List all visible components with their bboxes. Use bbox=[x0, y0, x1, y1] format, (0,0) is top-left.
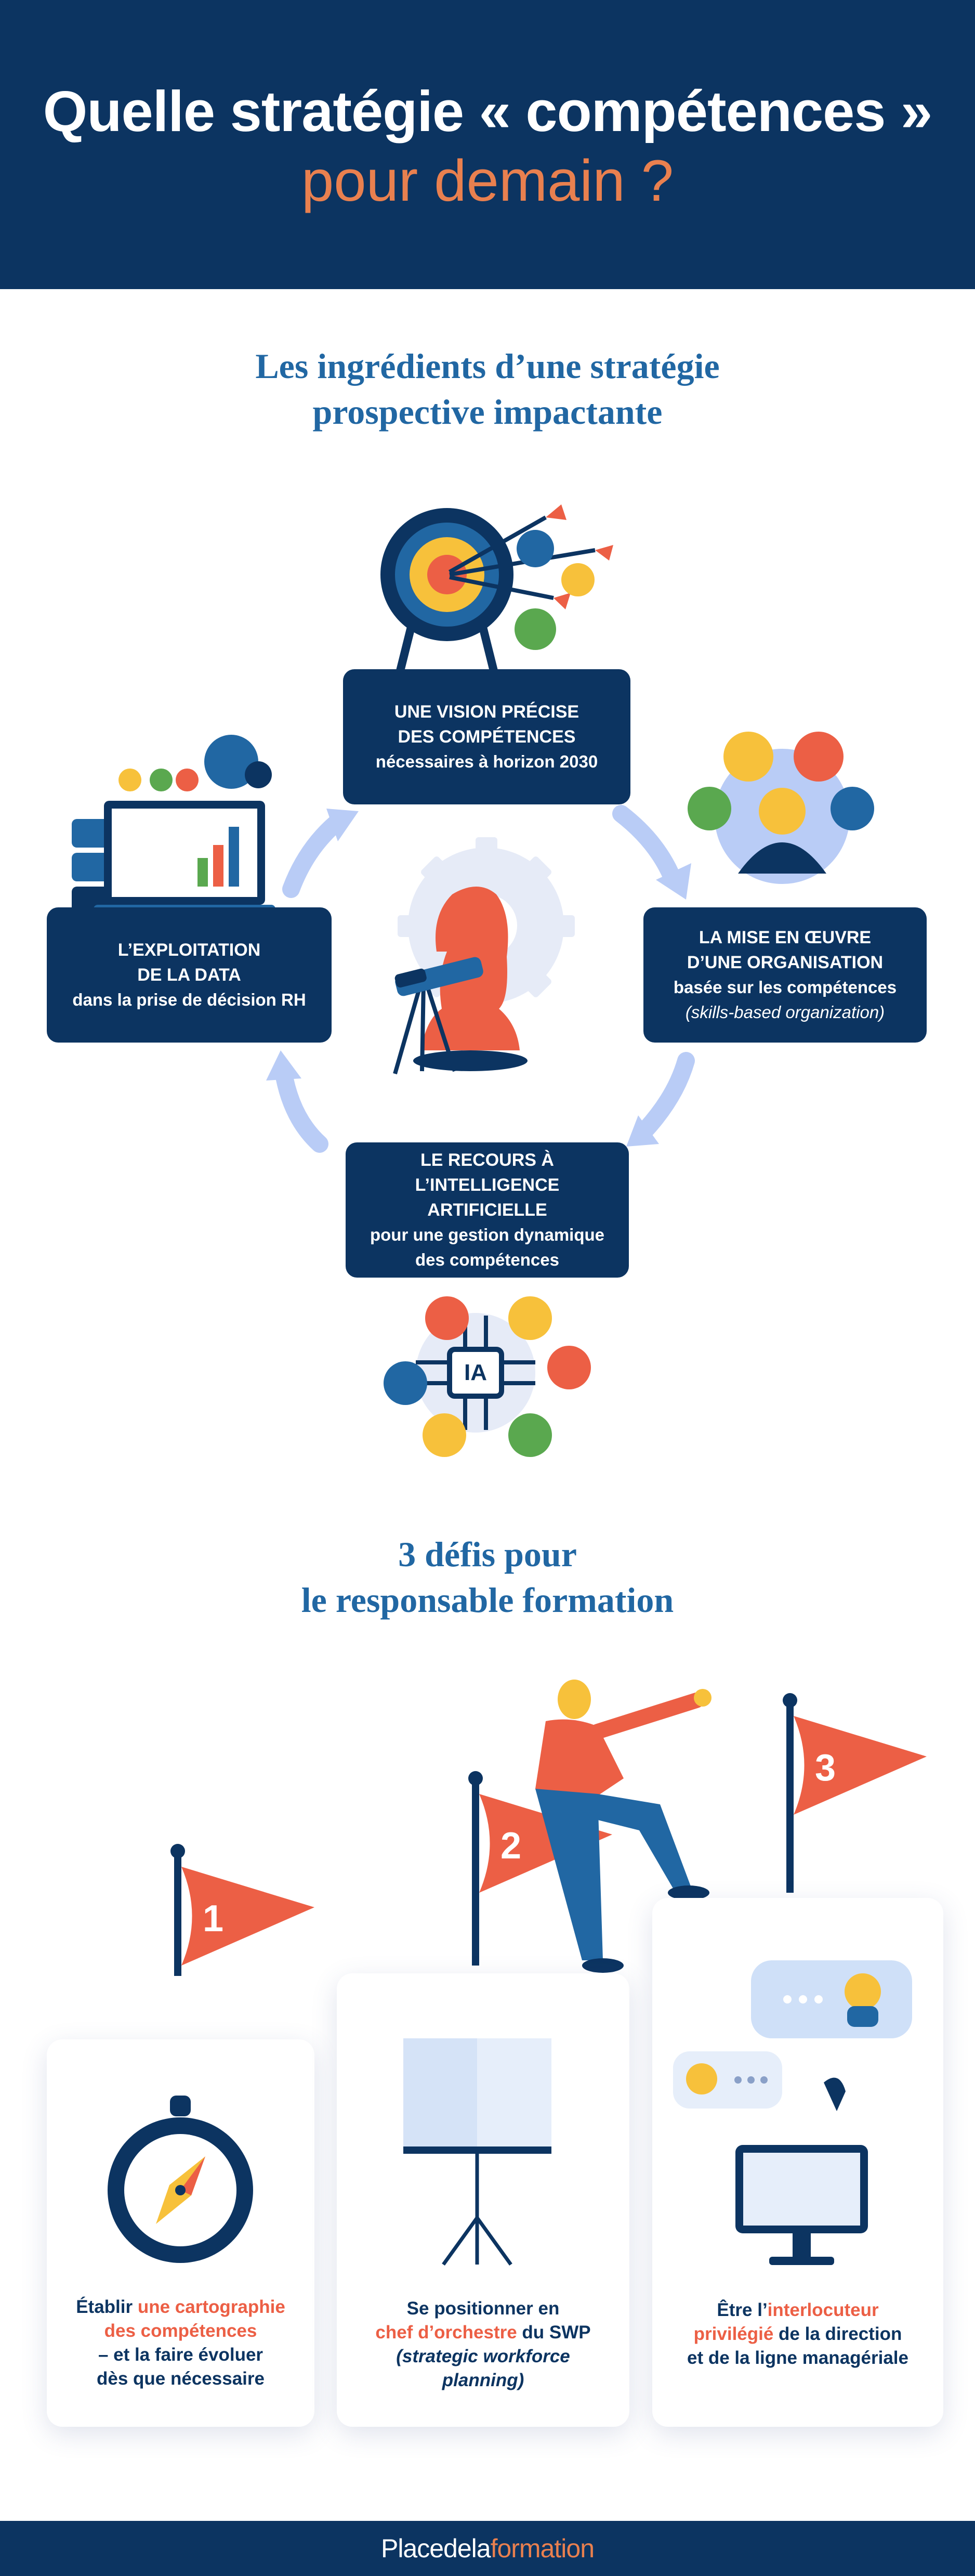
ingredient-box-vision: UNE VISION PRÉCISE DES COMPÉTENCES néces… bbox=[343, 669, 630, 804]
challenge-card-3: Être l’interlocuteur privilégié de la di… bbox=[652, 1898, 943, 2427]
person-network-icon bbox=[715, 749, 850, 884]
person-climbing-icon bbox=[535, 1680, 712, 1973]
ai-chip-icon bbox=[416, 1313, 535, 1433]
laptop-chart-icon bbox=[94, 801, 275, 914]
gear-icon bbox=[547, 1346, 591, 1389]
page-subtitle: pour demain ? bbox=[301, 148, 674, 213]
plant-icon bbox=[515, 608, 556, 650]
document-icon bbox=[118, 769, 141, 791]
arrow-icon bbox=[282, 813, 347, 898]
document-icon bbox=[508, 1296, 552, 1340]
footer-bar: Placedelaformation bbox=[0, 2521, 975, 2576]
header-banner: Quelle stratégie « compétences » pour de… bbox=[0, 0, 975, 289]
ingredient-box-data: L’EXPLOITATION DE LA DATA dans la prise … bbox=[47, 907, 332, 1043]
heart-hand-icon bbox=[425, 1296, 469, 1340]
arrow-icon bbox=[612, 805, 679, 882]
chart-icon bbox=[384, 1361, 427, 1405]
phone-icon bbox=[824, 2077, 846, 2111]
section1-title: Les ingrédients d’une stratégie prospect… bbox=[255, 346, 720, 432]
telescope-icon bbox=[393, 957, 483, 1075]
chart-icon bbox=[204, 735, 258, 789]
ingredient-box-organization: LA MISE EN ŒUVRE D’UNE ORGANISATION basé… bbox=[643, 907, 927, 1043]
plant-icon bbox=[508, 1413, 552, 1457]
plant-icon bbox=[688, 787, 731, 830]
section2-title: 3 défis pour le responsable formation bbox=[301, 1534, 674, 1620]
ingredient-box-ai: LE RECOURS À L’INTELLIGENCE ARTIFICIELLE… bbox=[346, 1142, 629, 1278]
ai-chip-label: IA bbox=[464, 1360, 487, 1385]
target-icon bbox=[380, 504, 613, 675]
check-icon bbox=[245, 761, 272, 788]
heart-hand-icon bbox=[517, 530, 554, 567]
cycle-arrows bbox=[274, 805, 695, 1153]
chart-icon bbox=[831, 787, 874, 830]
flag-number-2: 2 bbox=[500, 1825, 522, 1867]
document-icon bbox=[423, 1413, 466, 1457]
flag-icon bbox=[170, 1844, 314, 1976]
challenge-card-2: Se positionner en chef d’orchestre du SW… bbox=[337, 1973, 629, 2427]
flag-number-1: 1 bbox=[202, 1898, 224, 1940]
heart-hand-icon bbox=[794, 732, 844, 782]
strategy-cycle-graphic bbox=[72, 504, 874, 1457]
compass-icon bbox=[108, 2096, 253, 2263]
flipchart-icon bbox=[403, 2038, 551, 2266]
flag-number-3: 3 bbox=[814, 1747, 836, 1789]
heart-hand-icon bbox=[176, 769, 199, 791]
flag-icon bbox=[468, 1771, 612, 1966]
chat-bubble-icon bbox=[751, 1960, 912, 2038]
page-title: Quelle stratégie « compétences » bbox=[43, 80, 932, 144]
challenges-graphic bbox=[170, 1680, 927, 1976]
communication-icon bbox=[673, 1960, 912, 2265]
document-icon bbox=[561, 563, 595, 596]
arrow-icon bbox=[274, 1062, 328, 1153]
document-icon bbox=[723, 732, 773, 782]
arrow-icon bbox=[636, 1052, 695, 1140]
brand-logo[interactable]: Placedelaformation bbox=[380, 2534, 595, 2563]
plant-icon bbox=[150, 769, 173, 791]
challenge-card-1: Établir une cartographie des compétences… bbox=[47, 2039, 314, 2427]
flag-icon bbox=[783, 1693, 927, 1893]
